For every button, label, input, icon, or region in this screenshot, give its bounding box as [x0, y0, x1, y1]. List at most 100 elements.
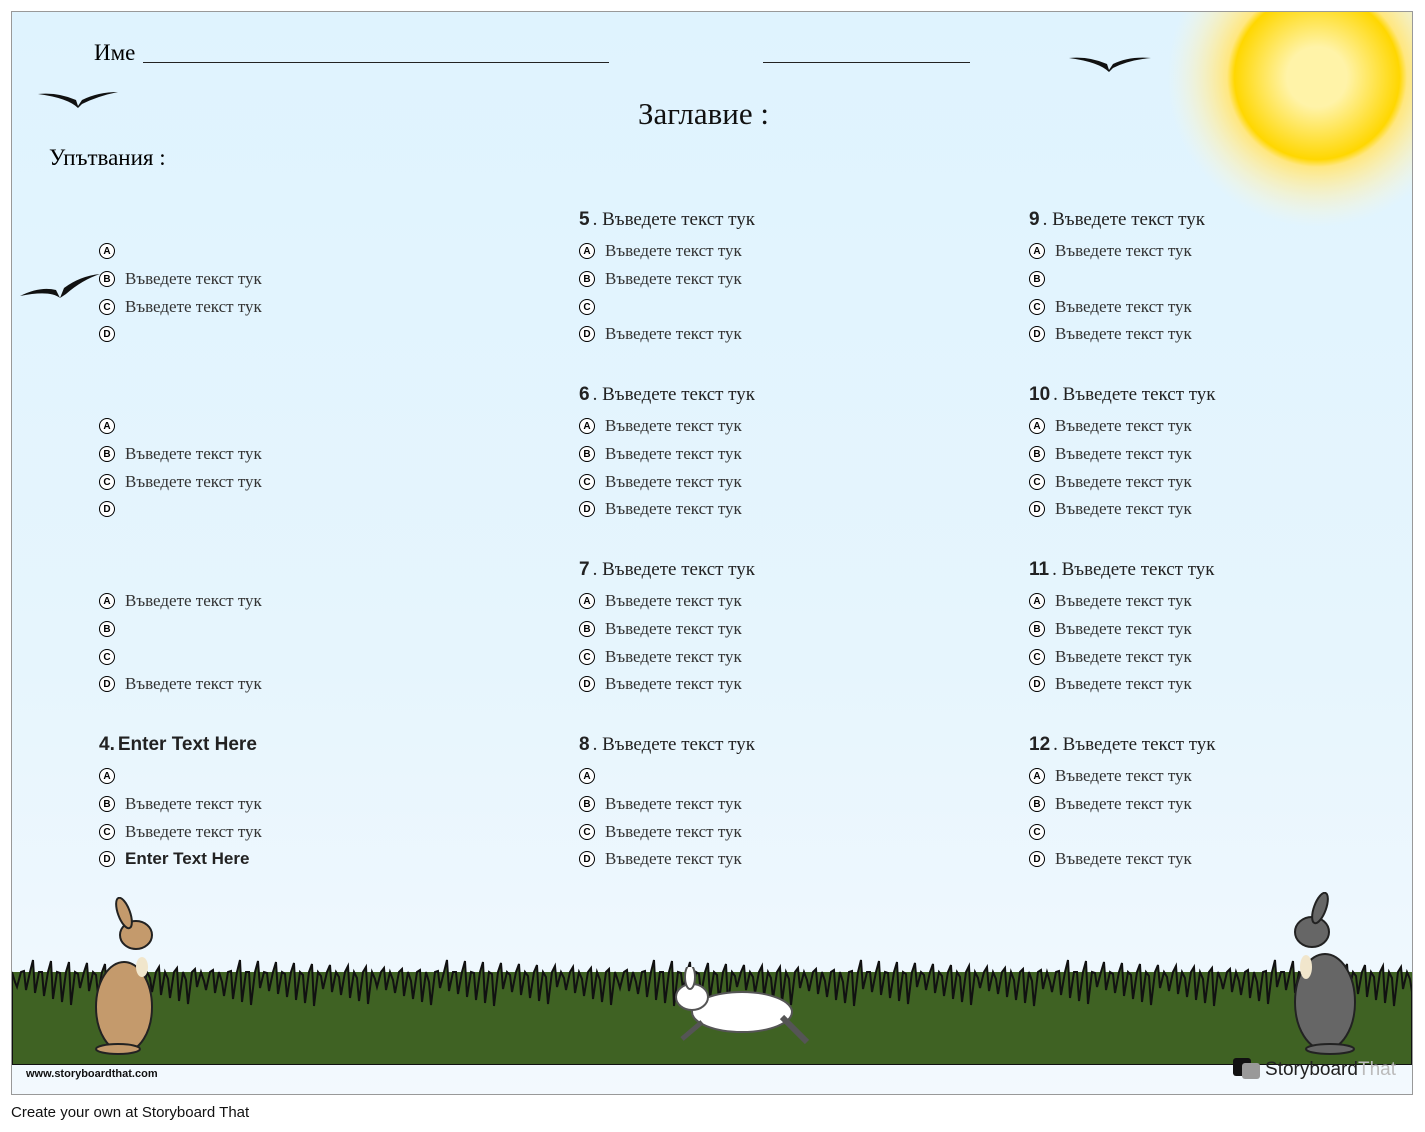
option-bubble-icon[interactable]: A [1029, 418, 1045, 434]
option-bubble-icon[interactable]: D [99, 676, 115, 692]
option-bubble-icon[interactable]: D [579, 326, 595, 342]
option-bubble-icon[interactable]: A [579, 418, 595, 434]
option-bubble-icon[interactable]: D [1029, 851, 1045, 867]
option-bubble-icon[interactable]: B [1029, 621, 1045, 637]
name-input-line[interactable] [143, 62, 609, 63]
option-bubble-icon[interactable]: C [99, 649, 115, 665]
option-bubble-icon[interactable]: A [99, 418, 115, 434]
option-bubble-icon[interactable]: C [1029, 824, 1045, 840]
option-bubble-icon[interactable]: A [579, 243, 595, 259]
option-bubble-icon[interactable]: A [579, 768, 595, 784]
option-bubble-icon[interactable]: A [579, 593, 595, 609]
option-bubble-icon[interactable]: D [1029, 326, 1045, 342]
question-title[interactable]: 8. Въведете текст тук [579, 734, 755, 756]
option-bubble-icon[interactable]: D [1029, 676, 1045, 692]
question-title[interactable]: 4.Enter Text Here [99, 734, 257, 756]
option-bubble-icon[interactable]: C [1029, 649, 1045, 665]
question-title[interactable]: 9. Въведете текст тук [1029, 209, 1205, 231]
option-bubble-icon[interactable]: A [1029, 768, 1045, 784]
option-bubble-icon[interactable]: B [579, 796, 595, 812]
option-bubble-icon[interactable]: C [1029, 474, 1045, 490]
answer-option-c[interactable]: C [579, 297, 605, 317]
option-bubble-icon[interactable]: C [579, 474, 595, 490]
option-bubble-icon[interactable]: B [99, 446, 115, 462]
option-bubble-icon[interactable]: B [99, 271, 115, 287]
option-bubble-icon[interactable]: A [99, 768, 115, 784]
option-bubble-icon[interactable]: C [99, 474, 115, 490]
option-bubble-icon[interactable]: C [579, 824, 595, 840]
option-bubble-icon[interactable]: A [99, 243, 115, 259]
option-bubble-icon[interactable]: B [579, 446, 595, 462]
answer-option-a[interactable]: A [99, 766, 125, 786]
question-title[interactable]: 6. Въведете текст тук [579, 384, 755, 406]
answer-option-b[interactable]: B [99, 619, 125, 639]
option-bubble-icon[interactable]: B [579, 271, 595, 287]
answer-option-a[interactable]: A [99, 416, 125, 436]
option-bubble-icon[interactable]: D [579, 501, 595, 517]
option-bubble-icon[interactable]: C [579, 649, 595, 665]
option-bubble-icon[interactable]: D [99, 326, 115, 342]
question-title[interactable] [99, 209, 102, 231]
answer-option-a[interactable]: A [579, 766, 605, 786]
question-title[interactable]: 12. Въведете текст тук [1029, 734, 1216, 756]
option-bubble-icon[interactable]: B [1029, 796, 1045, 812]
option-bubble-icon[interactable]: D [579, 676, 595, 692]
option-bubble-icon[interactable]: A [99, 593, 115, 609]
option-bubble-icon[interactable]: C [99, 299, 115, 315]
option-bubble-icon[interactable]: D [99, 851, 115, 867]
question-title[interactable]: 5. Въведете текст тук [579, 209, 755, 231]
option-bubble-icon[interactable]: C [99, 824, 115, 840]
answer-option-d[interactable]: D [99, 324, 125, 344]
answer-option-d[interactable]: D [99, 499, 125, 519]
question-title[interactable]: 10. Въведете текст тук [1029, 384, 1216, 406]
option-bubble-icon[interactable]: D [1029, 501, 1045, 517]
option-bubble-icon[interactable]: A [1029, 243, 1045, 259]
storyboardthat-logo[interactable]: StoryboardThat [1233, 1058, 1396, 1082]
option-bubble-icon[interactable]: D [579, 851, 595, 867]
option-bubble-icon[interactable]: B [99, 796, 115, 812]
option-bubble-icon[interactable]: A [1029, 593, 1045, 609]
question-title[interactable] [99, 559, 102, 581]
option-bubble-icon[interactable]: B [1029, 271, 1045, 287]
option-bubble-icon[interactable]: B [99, 621, 115, 637]
answer-option-c[interactable]: C [99, 647, 125, 667]
option-bubble-icon[interactable]: B [1029, 446, 1045, 462]
footer-url[interactable]: www.storyboardthat.com [26, 1068, 158, 1080]
answer-option-b[interactable]: B [1029, 269, 1055, 289]
create-your-own-link[interactable]: Create your own at Storyboard That [11, 1104, 250, 1121]
answer-option-c[interactable]: C [1029, 822, 1055, 842]
